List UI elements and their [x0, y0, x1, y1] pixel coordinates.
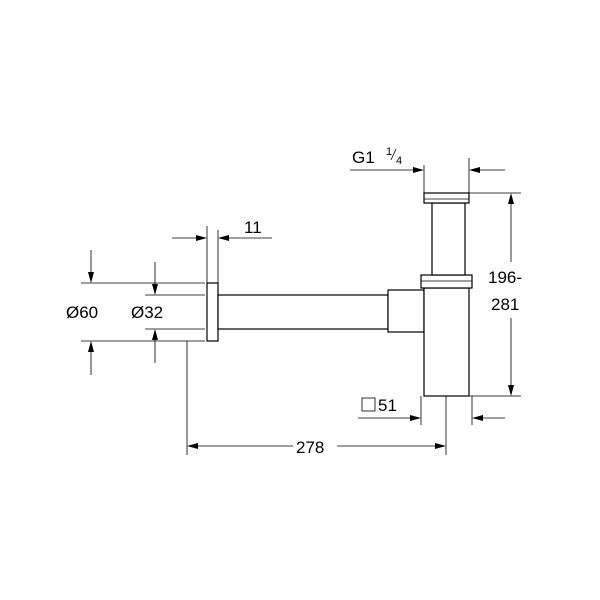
- dimension-flange-11: 11: [172, 218, 272, 283]
- arrowhead: [435, 443, 446, 449]
- tail-pipe: [431, 202, 466, 276]
- arrowhead: [508, 385, 514, 396]
- arrowhead: [196, 235, 207, 241]
- height-label-background: [486, 262, 536, 318]
- arrowhead: [218, 235, 229, 241]
- arrowhead: [152, 284, 158, 295]
- thread-main-label: G1: [352, 148, 375, 167]
- arrowhead: [152, 329, 158, 340]
- square-symbol-icon: [361, 397, 376, 412]
- dimension-square-51: 51: [358, 396, 505, 425]
- trap-cap: [420, 274, 473, 289]
- trap-body: [423, 287, 470, 397]
- thread-numerator: 1: [386, 146, 392, 158]
- thread-denominator: 4: [396, 155, 402, 167]
- height-bottom-label: 281: [491, 295, 519, 314]
- arrowhead: [472, 415, 483, 421]
- arrowhead: [410, 415, 421, 421]
- arrowhead: [413, 167, 424, 173]
- pipe-nut: [387, 289, 425, 333]
- outlet-pipe: [217, 294, 389, 330]
- arrowhead: [88, 341, 94, 352]
- square-51-label: 51: [378, 396, 397, 415]
- arrowhead: [88, 272, 94, 283]
- dimension-height: 196- 281: [469, 192, 536, 397]
- dimension-dia-32: Ø32: [131, 262, 205, 363]
- arrowhead: [469, 167, 480, 173]
- dia-32-label: Ø32: [131, 303, 163, 322]
- arrowhead: [187, 443, 198, 449]
- dimension-dia-60: Ø60: [66, 250, 205, 375]
- trap-assembly: [206, 192, 473, 397]
- length-278-label: 278: [296, 438, 324, 457]
- top-connector: [423, 192, 470, 204]
- arrowhead: [508, 193, 514, 204]
- dia-60-label: Ø60: [66, 303, 98, 322]
- flange-11-label: 11: [244, 218, 262, 237]
- dimension-thread: G1 1 4: [350, 146, 505, 193]
- length-label-background: [293, 434, 337, 458]
- height-top-label: 196-: [488, 268, 522, 287]
- dimension-length-278: 278: [186, 341, 447, 458]
- thread-fraction-bar: [390, 148, 397, 161]
- wall-flange: [206, 282, 219, 342]
